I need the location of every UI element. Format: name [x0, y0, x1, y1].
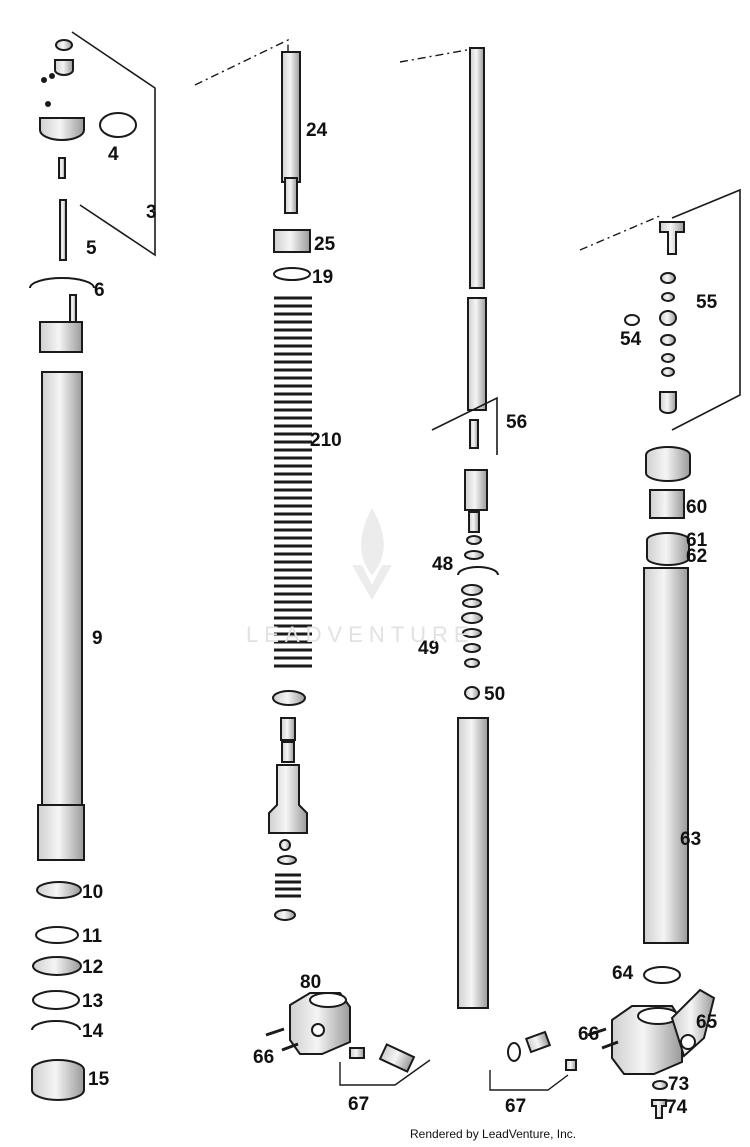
callout-4: 4 [108, 144, 119, 165]
footer-credit: Rendered by LeadVenture, Inc. [410, 1127, 577, 1141]
callout-210: 210 [310, 430, 342, 451]
callout-11: 11 [82, 926, 103, 947]
spacer-25 [273, 229, 311, 253]
callout-24: 24 [306, 120, 328, 141]
piston-48 [457, 566, 499, 576]
adjuster-pin [58, 157, 66, 179]
circlip [29, 277, 95, 289]
callout-63: 63 [680, 829, 701, 850]
seal-61 [646, 532, 690, 566]
outer-tube-bottom [37, 804, 85, 861]
callout-54: 54 [620, 329, 642, 350]
callout-74: 74 [666, 1097, 688, 1118]
top-cap-washer [55, 39, 73, 51]
callout-3: 3 [146, 202, 157, 223]
damper-rod-top [59, 199, 67, 261]
nut-60 [649, 489, 685, 519]
bracket-3 [71, 31, 156, 257]
adjuster-bolt [659, 221, 685, 255]
callout-80: 80 [300, 972, 321, 993]
cap-top [645, 446, 691, 482]
axle-clamp-65 [507, 988, 716, 1119]
cartridge-tube [457, 717, 489, 1009]
bushing [39, 321, 83, 353]
callout-67-right: 67 [505, 1096, 526, 1117]
callout-50: 50 [484, 684, 505, 705]
washer-19 [273, 267, 311, 281]
bracket-67-left [339, 1059, 431, 1086]
callout-13: 13 [82, 991, 103, 1012]
callout-25: 25 [314, 234, 336, 255]
callout-14: 14 [82, 1021, 104, 1042]
fork-spring-210 [274, 296, 312, 668]
o-ring-54 [624, 314, 640, 326]
clip-14 [31, 1020, 81, 1031]
callout-67-left: 67 [348, 1094, 369, 1115]
axle-clamp-80 [265, 992, 416, 1073]
ring-13 [32, 990, 80, 1010]
nut-50 [464, 686, 480, 700]
outer-tube [41, 371, 83, 843]
top-cap-nut [54, 59, 74, 76]
leader-col2 [194, 38, 289, 86]
callout-64: 64 [612, 963, 634, 984]
o-ring-4 [99, 112, 137, 138]
inner-tube-assembly [624, 221, 691, 944]
callout-65: 65 [696, 1012, 718, 1033]
bracket-55 [671, 188, 741, 431]
callout-49: 49 [418, 638, 439, 659]
callout-62: 62 [686, 546, 707, 567]
callout-6: 6 [94, 280, 105, 301]
fork-cap [39, 117, 85, 141]
callout-19: 19 [312, 267, 333, 288]
callout-73: 73 [668, 1074, 689, 1095]
callout-9: 9 [92, 628, 103, 649]
callout-5: 5 [86, 238, 97, 259]
bracket-56 [431, 396, 498, 455]
callout-labels: 4 3 5 6 9 10 11 12 13 14 15 24 25 19 210… [82, 120, 718, 1118]
bracket-67-right [489, 1070, 569, 1091]
callout-56: 56 [506, 412, 527, 433]
seal-12 [32, 956, 82, 976]
leader-col3 [399, 47, 479, 63]
washer-11 [35, 926, 79, 944]
callout-15: 15 [88, 1069, 110, 1090]
o-ring-64 [643, 966, 681, 984]
cartridge-assembly [457, 47, 499, 1009]
callout-48: 48 [432, 554, 453, 575]
callout-61: 61 [686, 530, 708, 551]
watermark-text: LEADVENTURE [246, 622, 475, 647]
callout-12: 12 [82, 957, 103, 978]
outer-tube-group [29, 39, 95, 1101]
callout-55: 55 [696, 292, 718, 313]
guide-bushing-10 [36, 881, 82, 899]
callout-66-left: 66 [253, 1047, 274, 1068]
rod-upper [69, 294, 77, 326]
damper-rod-24 [281, 51, 301, 183]
callout-60: 60 [686, 497, 707, 518]
dust-seal-15 [31, 1059, 85, 1101]
inner-tube-63 [643, 567, 689, 944]
callout-66-right: 66 [578, 1024, 599, 1045]
callout-10: 10 [82, 882, 103, 903]
watermark-logo [352, 508, 392, 600]
piston-rod [469, 47, 485, 289]
leader-col4 [579, 214, 663, 251]
spring-assembly [268, 51, 312, 921]
